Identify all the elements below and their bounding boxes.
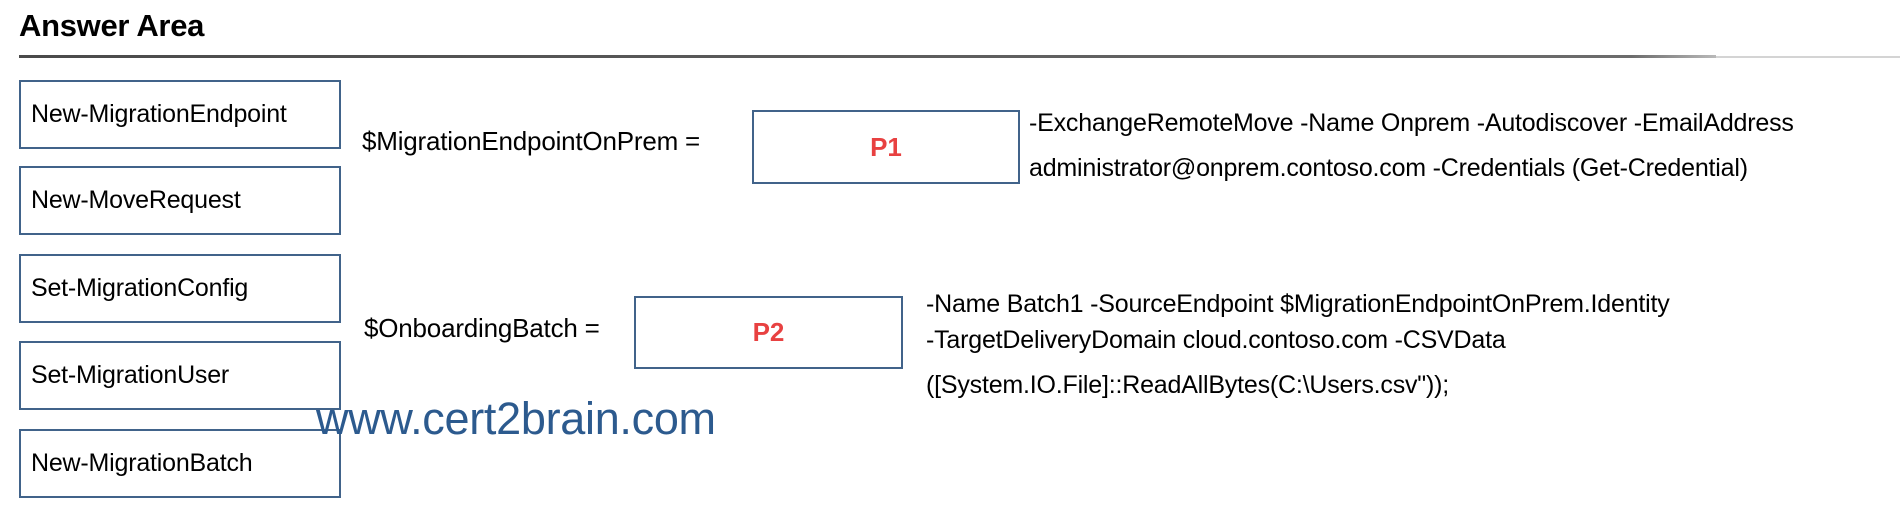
statement-1-param-line-1: -ExchangeRemoteMove -Name Onprem -Autodi… [1029, 109, 1794, 137]
header-divider-tail [1716, 56, 1900, 58]
header-divider [19, 55, 1716, 58]
statement-2-variable: $OnboardingBatch = [364, 313, 600, 343]
option-set-migrationuser[interactable]: Set-MigrationUser [19, 341, 341, 410]
drop-target-p1[interactable]: P1 [752, 110, 1020, 184]
option-set-migrationconfig[interactable]: Set-MigrationConfig [19, 254, 341, 323]
watermark-text: www.cert2brain.com [316, 393, 716, 444]
drop-target-p2-label: P2 [752, 317, 785, 347]
statement-1-param-line-2: administrator@onprem.contoso.com -Creden… [1029, 154, 1748, 182]
answer-area-title: Answer Area [19, 8, 205, 43]
statement-2-param-line-3: ([System.IO.File]::ReadAllBytes(C:\Users… [926, 371, 1449, 399]
option-new-moverequest[interactable]: New-MoveRequest [19, 166, 341, 235]
statement-2-param-line-1: -Name Batch1 -SourceEndpoint $MigrationE… [926, 290, 1670, 318]
statement-1-variable: $MigrationEndpointOnPrem = [362, 126, 701, 156]
option-new-migrationendpoint[interactable]: New-MigrationEndpoint [19, 80, 341, 149]
option-new-migrationbatch[interactable]: New-MigrationBatch [19, 429, 341, 498]
statement-2-param-line-2: -TargetDeliveryDomain cloud.contoso.com … [926, 326, 1506, 354]
drop-target-p1-label: P1 [870, 131, 902, 162]
drop-target-p2[interactable]: P2 [634, 296, 903, 369]
